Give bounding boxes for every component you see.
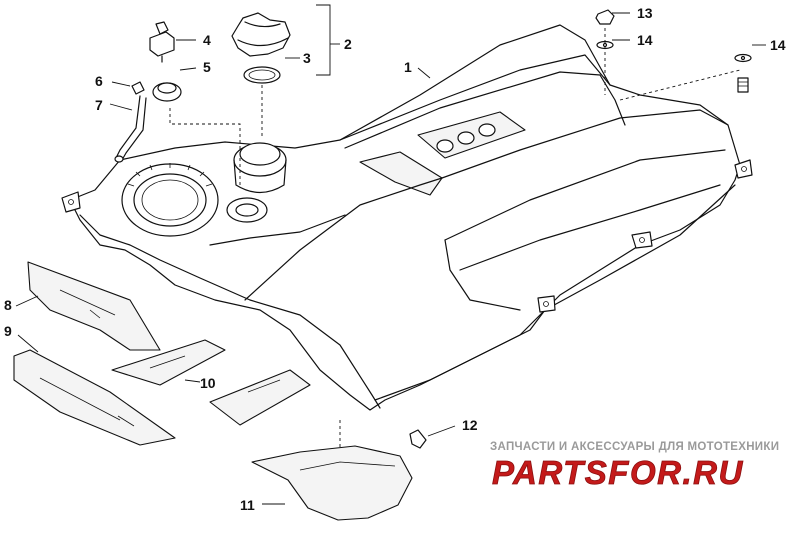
leader-lines — [15, 4, 766, 505]
callout-labels: 1 2 3 4 5 6 7 8 9 10 11 12 13 14 14 — [4, 5, 786, 513]
heat-shield-10 — [111, 339, 311, 426]
callout-5: 5 — [203, 59, 211, 75]
callout-8: 8 — [4, 297, 12, 313]
washer-and-bolt — [734, 53, 752, 93]
callout-14-left: 14 — [637, 32, 653, 48]
vent-hose — [114, 95, 147, 163]
fuel-tank-body — [61, 24, 753, 411]
hose-clamp — [131, 81, 145, 95]
callout-2: 2 — [344, 36, 352, 52]
bottom-shield — [251, 445, 413, 521]
callout-9: 9 — [4, 323, 12, 339]
watermark-subtitle: ЗАПЧАСТИ И АКСЕССУАРЫ ДЛЯ МОТОТЕХНИКИ — [490, 441, 780, 453]
valve-grommet — [152, 82, 182, 102]
cap-seal-ring — [243, 66, 281, 84]
filler-cap — [231, 12, 291, 57]
callout-3: 3 — [303, 50, 311, 66]
callout-14-right: 14 — [770, 37, 786, 53]
callout-4: 4 — [203, 32, 211, 48]
watermark-logo-text: PARTSFOR.RU — [492, 454, 744, 491]
callout-6: 6 — [95, 73, 103, 89]
watermark-logo: PARTSFOR.RU — [492, 454, 744, 492]
rollover-valve — [149, 21, 175, 63]
heat-shield-9 — [13, 349, 176, 446]
callout-1: 1 — [404, 59, 412, 75]
callout-11: 11 — [240, 497, 255, 513]
callout-7: 7 — [95, 97, 103, 113]
callout-10: 10 — [200, 375, 216, 391]
heat-shield-8 — [27, 261, 161, 351]
drain-fitting — [409, 429, 427, 449]
callout-13: 13 — [637, 5, 653, 21]
tank-bolt — [595, 9, 615, 50]
callout-12: 12 — [462, 417, 478, 433]
